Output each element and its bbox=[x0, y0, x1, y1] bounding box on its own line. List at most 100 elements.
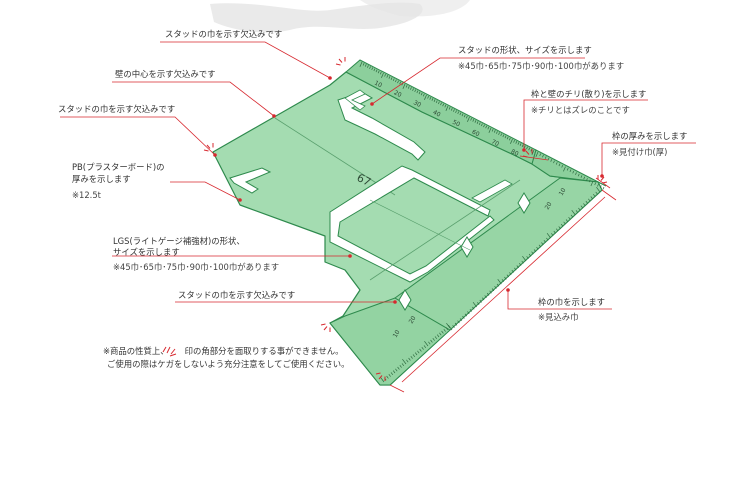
ruler-tick bbox=[390, 372, 394, 376]
ruler-number: 10 bbox=[392, 329, 402, 339]
safety-note-line-1: ※商品の性質上、印の角部分を面取りする事ができません。 bbox=[103, 345, 344, 357]
ruler-tick bbox=[478, 122, 481, 126]
ruler-tick bbox=[406, 359, 409, 363]
ruler-tick bbox=[578, 207, 581, 211]
label-stud-shape: スタッドの形状、サイズを示します bbox=[458, 45, 592, 55]
ruler-number: 20 bbox=[544, 201, 554, 211]
ruler-tick bbox=[375, 69, 378, 73]
ruler-tick bbox=[448, 324, 453, 331]
ruler-tick bbox=[506, 136, 509, 140]
ruler-tick bbox=[377, 70, 380, 74]
brush-stroke-decoration-2 bbox=[360, 0, 470, 17]
ruler-tick bbox=[521, 144, 524, 148]
ruler-tick bbox=[491, 288, 495, 292]
ruler-tick bbox=[373, 68, 376, 72]
ruler-tick bbox=[577, 173, 580, 177]
ruler-tick bbox=[583, 176, 586, 180]
ruler-tick bbox=[410, 87, 412, 90]
ruler-tick bbox=[448, 106, 451, 110]
ruler-tick bbox=[457, 111, 460, 115]
stud-profile-small bbox=[344, 89, 366, 111]
ruler-tick bbox=[395, 368, 398, 372]
ruler-tick bbox=[445, 327, 449, 331]
leader-stud-notch-left bbox=[60, 116, 216, 156]
ruler-tick bbox=[597, 183, 599, 187]
ruler-tick bbox=[519, 143, 522, 146]
ruler-tick bbox=[494, 285, 497, 289]
ruler-tick bbox=[546, 232, 551, 239]
ruler-tick bbox=[502, 134, 505, 138]
ruler-number: 70 bbox=[490, 138, 500, 148]
safety-note-line-2: ご使用の際はケガをしないよう充分注意をしてご使用ください。 bbox=[107, 359, 350, 369]
leader-frame-thick bbox=[601, 142, 696, 176]
ruler-tick bbox=[516, 265, 519, 269]
leader-frame-width bbox=[507, 290, 612, 310]
ruler-tick bbox=[390, 77, 393, 80]
ruler-tick bbox=[467, 311, 470, 315]
ruler-tick bbox=[469, 308, 473, 312]
ruler-tick bbox=[524, 145, 526, 149]
ruler-tick bbox=[526, 256, 529, 259]
ruler-tick bbox=[543, 239, 547, 243]
ruler-tick bbox=[535, 151, 539, 157]
ruler-tick bbox=[514, 267, 517, 271]
ruler-tick bbox=[423, 345, 427, 349]
ruler-tick bbox=[596, 186, 601, 193]
ruler-tick bbox=[441, 330, 444, 334]
ruler-tick bbox=[521, 260, 524, 264]
ruler-tick bbox=[496, 283, 500, 287]
ruler-tick bbox=[586, 178, 588, 181]
ruler-tick bbox=[463, 114, 466, 118]
ruler-tick bbox=[504, 135, 507, 139]
ruler-tick bbox=[511, 269, 514, 273]
pb-thickness-slot bbox=[229, 167, 272, 194]
label-frame-width-sub: ※見込み巾 bbox=[538, 312, 579, 322]
ruler-tick bbox=[531, 149, 535, 155]
ruler-number: 80 bbox=[510, 148, 520, 158]
ruler-tick bbox=[588, 198, 591, 202]
safety-note-post: 印の角部分を面取りする事ができません。 bbox=[184, 346, 344, 356]
ruler-tick bbox=[518, 262, 522, 266]
ruler-tick bbox=[553, 160, 555, 164]
ruler-tick bbox=[583, 203, 586, 207]
ruler-tick bbox=[483, 124, 485, 128]
ruler-number: 50 bbox=[451, 119, 461, 129]
ruler-tick bbox=[445, 105, 449, 111]
ruler-tick bbox=[392, 78, 395, 82]
label-stud-notch-top: スタッドの巾を示す欠込みです bbox=[165, 29, 283, 39]
ruler-tick bbox=[421, 346, 424, 350]
ruler-number: 10 bbox=[558, 187, 568, 197]
ruler-tick bbox=[384, 73, 386, 77]
ruler-tick bbox=[465, 115, 468, 119]
ruler-tick bbox=[405, 84, 408, 88]
ruler-tick bbox=[544, 156, 547, 159]
ruler-tick bbox=[399, 364, 402, 368]
ruler-tick bbox=[496, 131, 498, 134]
ruler-tick bbox=[408, 357, 411, 361]
ruler-tick bbox=[498, 132, 500, 135]
ruler-tick bbox=[412, 88, 414, 91]
ruler-tick bbox=[440, 102, 442, 106]
ruler-tick bbox=[570, 214, 574, 218]
label-stud-shape-sub: ※45巾･65巾･75巾･90巾･100巾があります bbox=[458, 61, 625, 71]
corner-warning-mark bbox=[320, 323, 331, 332]
ruler-tick bbox=[487, 126, 490, 130]
ruler-tick bbox=[430, 339, 433, 343]
ruler-tick bbox=[572, 170, 575, 174]
ruler-number: 40 bbox=[432, 109, 442, 119]
ruler-tick bbox=[513, 139, 515, 143]
ruler-tick bbox=[542, 154, 544, 158]
ruler-tick bbox=[592, 193, 596, 197]
brush-stroke-decoration bbox=[210, 2, 423, 33]
frame-width-dimension bbox=[401, 196, 606, 383]
note-warning-mark bbox=[162, 346, 177, 357]
ruler-tick bbox=[397, 80, 399, 84]
ruler-tick bbox=[560, 223, 564, 227]
ruler-tick bbox=[388, 373, 391, 377]
leader-dots bbox=[213, 76, 604, 304]
ruler-tick bbox=[402, 83, 406, 89]
ruler-tick bbox=[588, 179, 591, 183]
ruler-tick bbox=[461, 113, 464, 117]
ruler-tick bbox=[536, 246, 539, 250]
